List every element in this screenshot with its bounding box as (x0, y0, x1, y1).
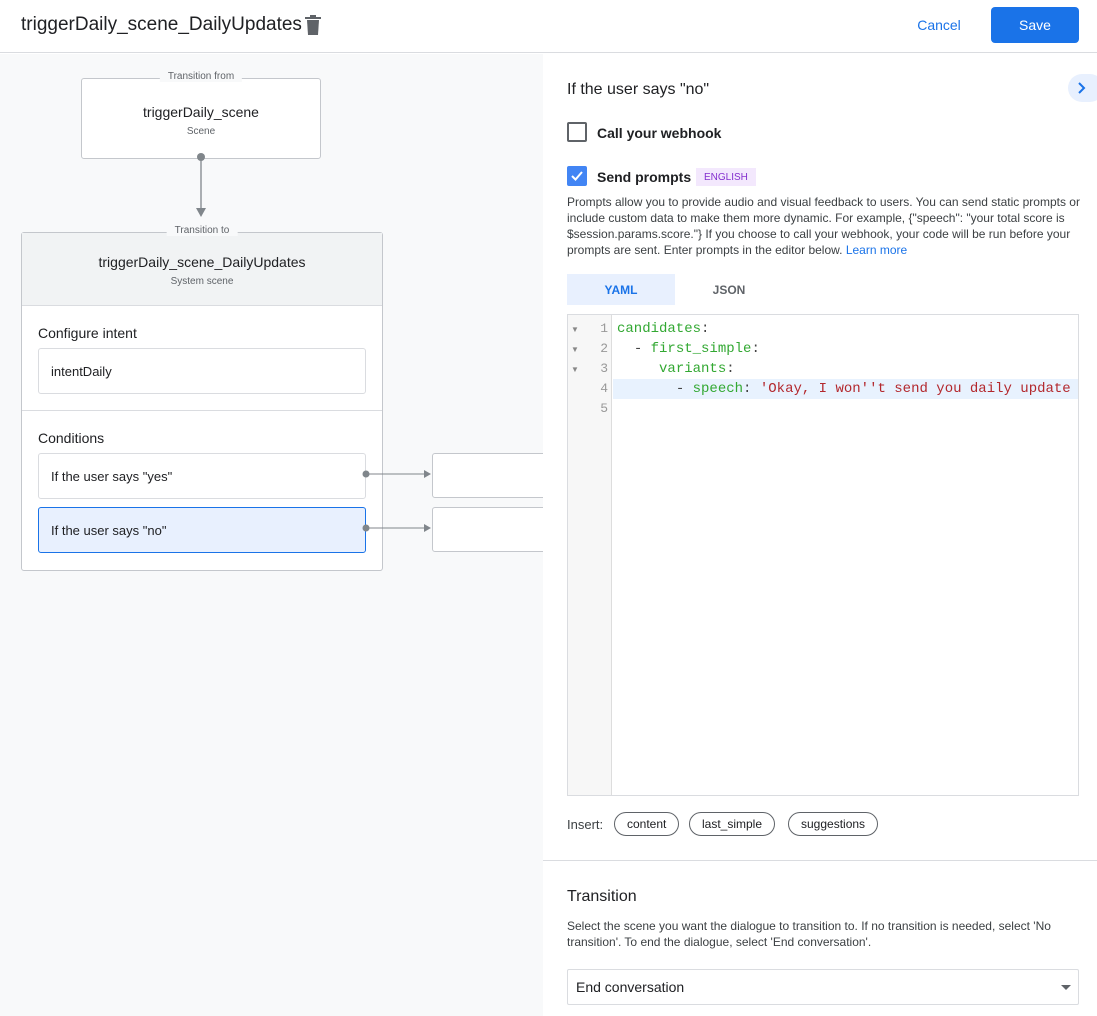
transition-arrow (196, 153, 206, 217)
webhook-label: Call your webhook (597, 125, 722, 141)
line-number: 5 (600, 401, 608, 416)
code-line: candidates: (617, 319, 1071, 339)
code-key: candidates (617, 321, 702, 337)
code-key: first_simple (650, 341, 752, 357)
transition-to-card: Transition to triggerDaily_scene_DailyUp… (21, 225, 383, 571)
condition-no[interactable]: If the user says "no" (38, 507, 366, 553)
language-badge: ENGLISH (696, 168, 756, 186)
condition-connectors (362, 470, 431, 532)
conditions-label: Conditions (38, 430, 105, 446)
code-dash: - (633, 341, 651, 357)
code-dash: - (675, 381, 693, 397)
to-scene-type: System scene (170, 276, 234, 287)
from-scene-type: Scene (186, 126, 216, 137)
cancel-button[interactable]: Cancel (917, 17, 961, 33)
webhook-checkbox[interactable] (567, 122, 587, 142)
header: triggerDaily_scene_DailyUpdates Cancel S… (0, 0, 1097, 53)
code-indent (617, 381, 676, 397)
intent-field[interactable]: intentDaily (38, 348, 366, 394)
send-prompts-label: Send prompts (597, 169, 692, 185)
transition-from-card[interactable]: Transition from triggerDaily_scene Scene (81, 71, 321, 159)
code-lines: candidates: - first_simple: variants: - … (617, 319, 1071, 419)
code-indent (617, 341, 634, 357)
insert-chip-last-simple[interactable]: last_simple (689, 812, 776, 836)
to-scene-name: triggerDaily_scene_DailyUpdates (98, 254, 306, 270)
condition-yes-target[interactable] (432, 453, 543, 498)
line-number: 3 (600, 361, 608, 376)
code-value: 'Okay, I won''t send you daily update (759, 381, 1071, 397)
code-line (617, 399, 1071, 419)
code-colon: : (743, 381, 760, 397)
transition-description: Select the scene you want the dialogue t… (567, 919, 1051, 949)
code-colon: : (701, 321, 710, 337)
transition-selected-value: End conversation (576, 979, 685, 995)
trash-icon[interactable] (304, 14, 322, 36)
divider (543, 860, 1097, 861)
panel-title: If the user says "no" (567, 81, 710, 98)
fold-icon[interactable]: ▼ (571, 345, 579, 354)
save-button[interactable]: Save (991, 7, 1079, 43)
code-key: variants (659, 361, 727, 377)
page-title: triggerDaily_scene_DailyUpdates (21, 14, 302, 35)
learn-more-link[interactable]: Learn more (845, 243, 908, 257)
prompts-description: Prompts allow you to provide audio and v… (567, 194, 1087, 258)
code-editor[interactable]: ▼ ▼ ▼ 1 2 3 4 5 candidates: - first_simp… (567, 314, 1079, 796)
line-number: 1 (600, 321, 608, 336)
condition-yes[interactable]: If the user says "yes" (38, 453, 366, 499)
code-line: - first_simple: (617, 339, 1071, 359)
send-prompts-checkbox[interactable] (567, 166, 587, 186)
check-icon (571, 171, 583, 181)
insert-chip-content[interactable]: content (614, 812, 680, 836)
transition-to-legend: Transition to (166, 225, 238, 236)
code-indent (617, 361, 659, 377)
tab-json[interactable]: JSON (712, 282, 746, 297)
configure-intent-label: Configure intent (38, 325, 137, 341)
code-line: variants: (617, 359, 1071, 379)
condition-panel: If the user says "no" Call your webhook … (543, 54, 1097, 1016)
dropdown-arrow-icon (1061, 985, 1071, 990)
line-number: 2 (600, 341, 608, 356)
line-number: 4 (600, 381, 608, 396)
code-colon: : (726, 361, 735, 377)
condition-no-target[interactable] (432, 507, 543, 552)
active-line-highlight (613, 379, 1078, 399)
transition-select[interactable]: End conversation (567, 969, 1079, 1005)
chevron-right-icon (1078, 82, 1086, 94)
fold-icon[interactable]: ▼ (571, 325, 579, 334)
from-scene-name: triggerDaily_scene (143, 104, 259, 120)
code-colon: : (751, 341, 760, 357)
transition-title: Transition (567, 888, 637, 905)
transition-from-legend: Transition from (159, 71, 243, 82)
insert-label: Insert: (567, 817, 604, 832)
tab-yaml[interactable]: YAML (567, 274, 675, 305)
code-key: speech (692, 381, 744, 397)
editor-gutter: ▼ ▼ ▼ 1 2 3 4 5 (568, 315, 612, 795)
collapse-panel-button[interactable] (1068, 74, 1097, 102)
scene-canvas: Transition from triggerDaily_scene Scene… (0, 54, 543, 1016)
code-line: - speech: 'Okay, I won''t send you daily… (617, 379, 1071, 399)
prompts-description-text: Prompts allow you to provide audio and v… (567, 195, 1080, 257)
fold-icon[interactable]: ▼ (571, 365, 579, 374)
insert-chip-suggestions[interactable]: suggestions (788, 812, 879, 836)
